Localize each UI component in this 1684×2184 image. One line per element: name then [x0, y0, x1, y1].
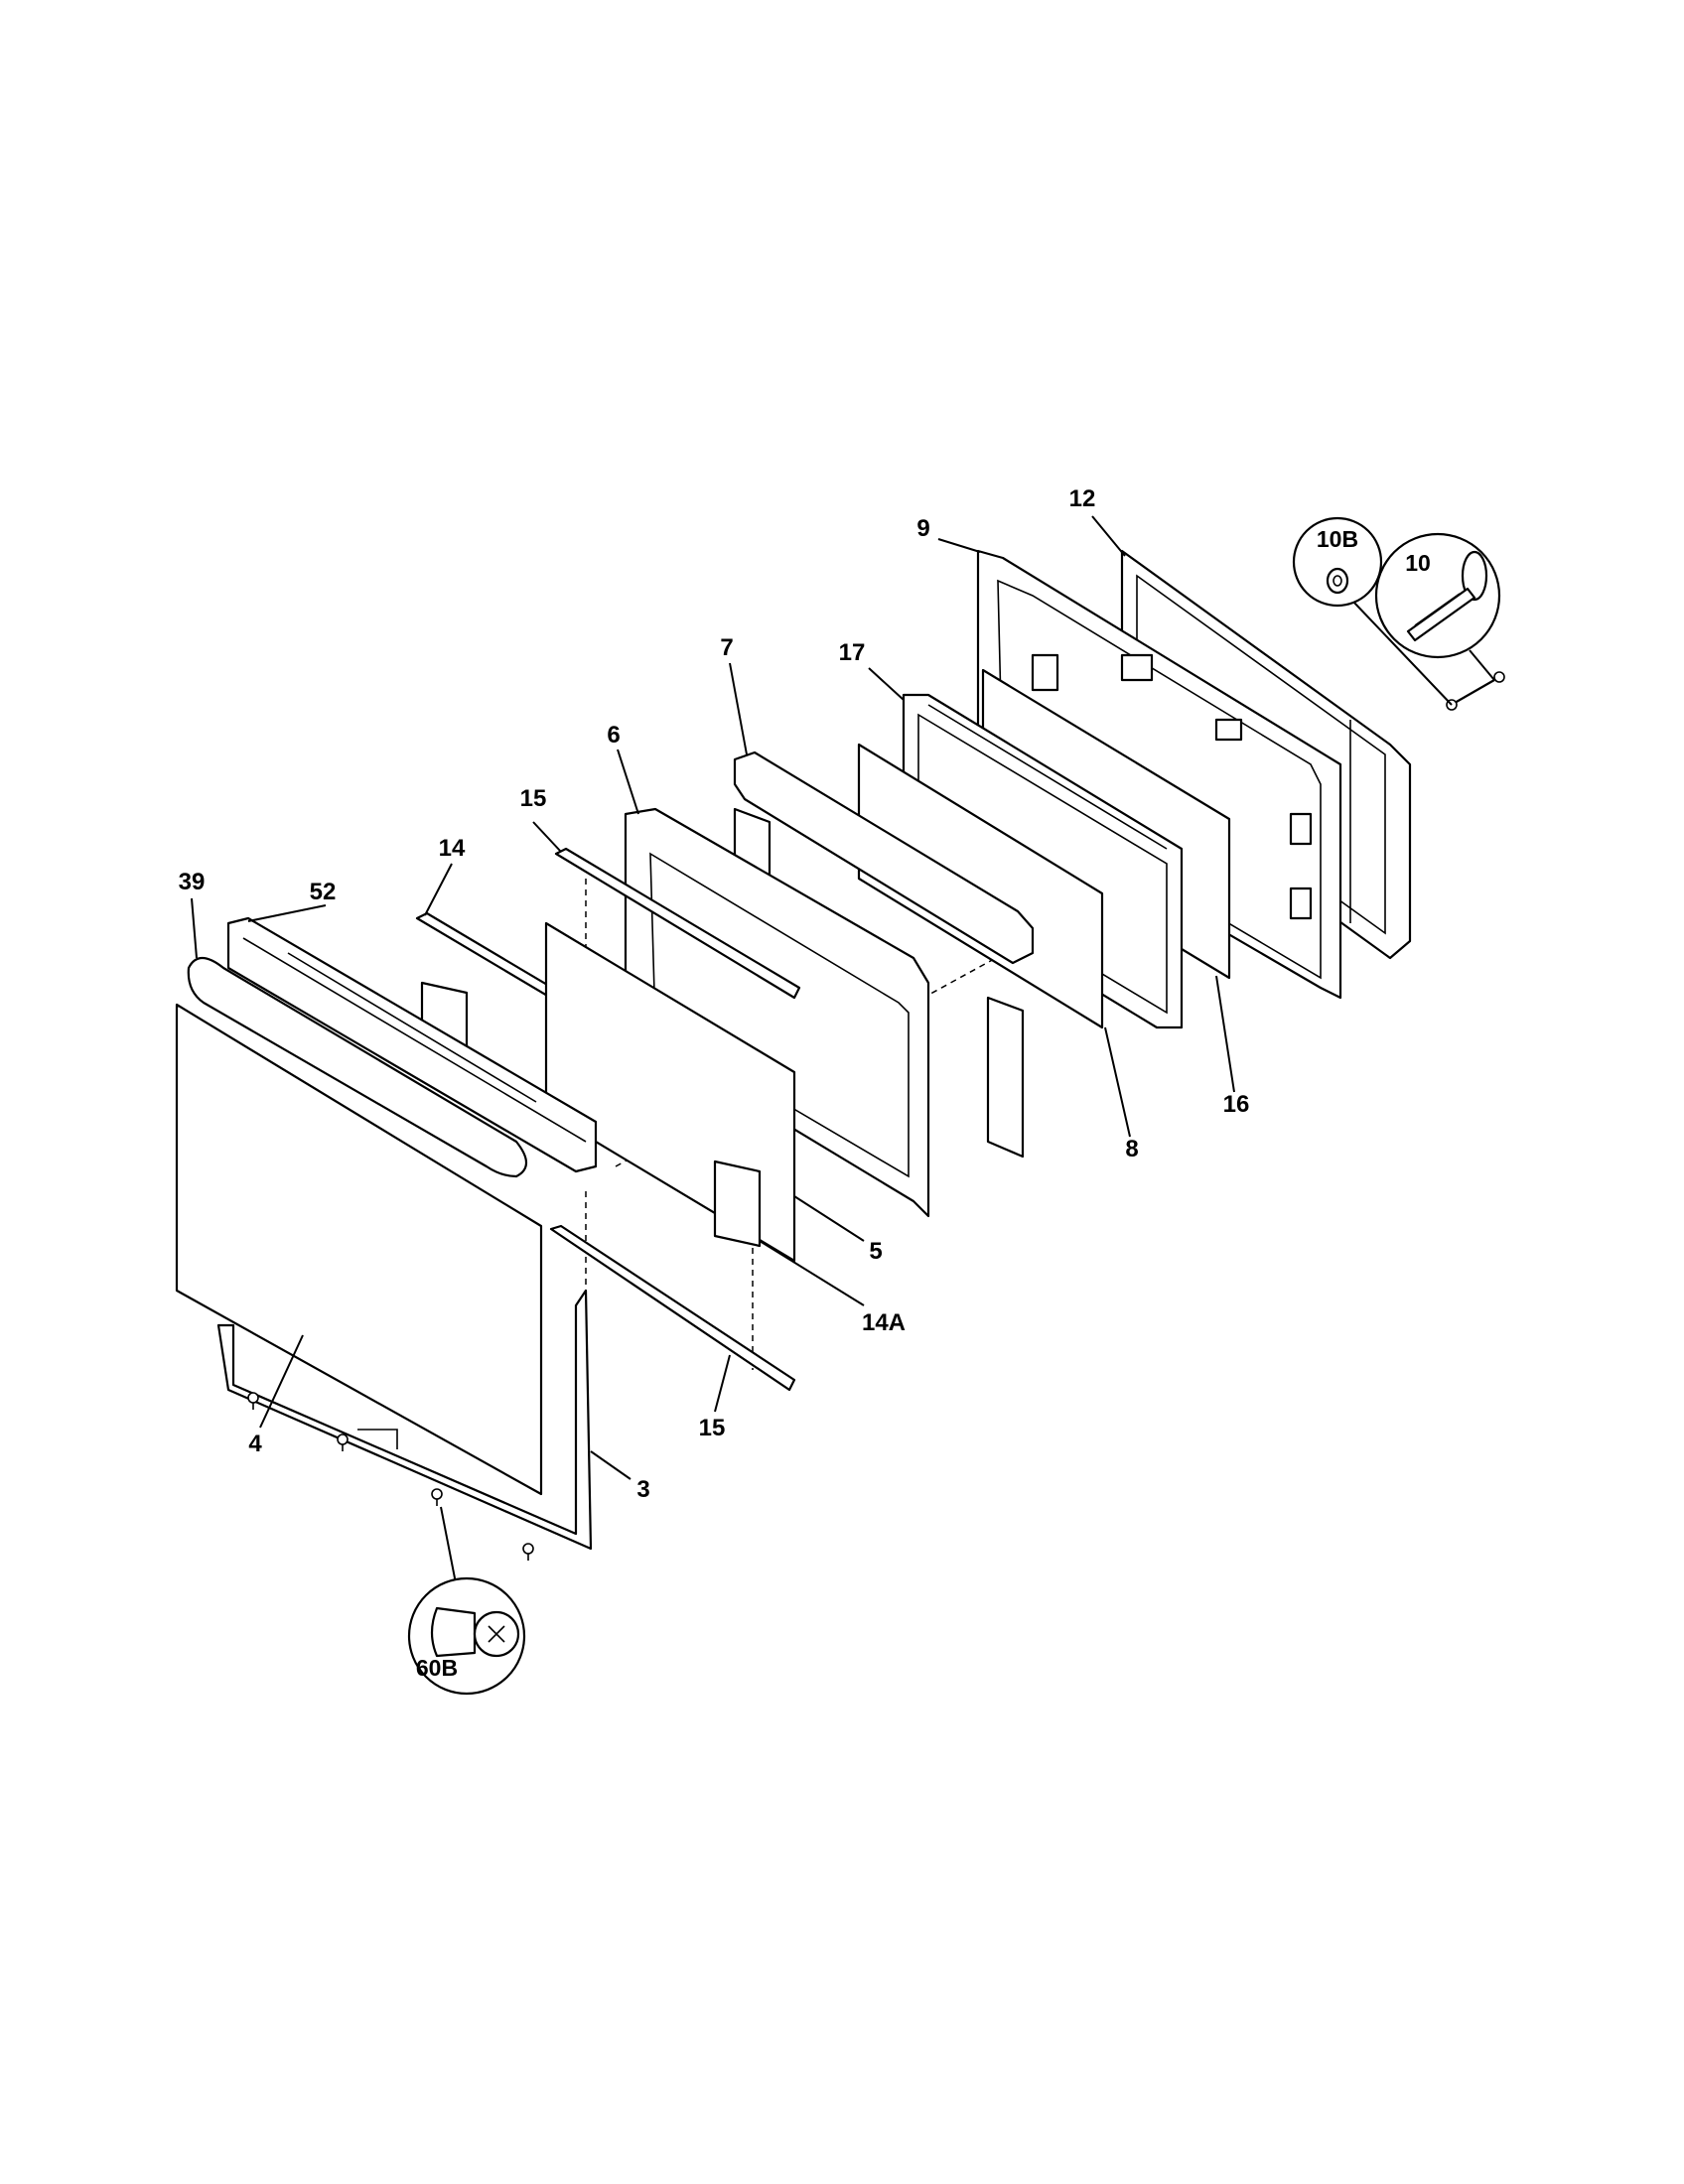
callout-14a: 14A [862, 1309, 906, 1336]
callout-10-detail: 10 [1374, 532, 1501, 659]
part-15-lower-rail [549, 1224, 796, 1392]
callout-10-label: 10 [1405, 550, 1431, 576]
part-39-door-handle [187, 956, 528, 1178]
screw-icon [431, 1488, 443, 1506]
screw-icon [247, 1392, 259, 1410]
door-screws [247, 1392, 534, 1561]
callout-16: 16 [1223, 1091, 1250, 1118]
callout-8: 8 [1125, 1136, 1138, 1162]
callout-6: 6 [607, 722, 620, 749]
callout-3: 3 [636, 1476, 649, 1503]
part-10-bolt-assembly [1446, 671, 1505, 711]
part-52-handle-trim [226, 916, 598, 1173]
part-7-insulation-spacer-top [733, 751, 1035, 965]
part-15-upper-rail [554, 847, 801, 1000]
callout-60b-label: 60B [416, 1655, 458, 1681]
callout-52: 52 [310, 879, 337, 905]
callout-15-bottom: 15 [699, 1415, 726, 1441]
leader-lines [191, 515, 1495, 1589]
part-3-door-frame-channel [216, 1289, 593, 1551]
callout-15-top: 15 [520, 785, 547, 812]
screw-icon [337, 1433, 349, 1451]
callout-14: 14 [439, 835, 466, 862]
callout-7: 7 [720, 634, 733, 661]
callout-5: 5 [869, 1238, 882, 1265]
part-9-inner-door-panel [976, 549, 1342, 1000]
callout-12: 12 [1069, 485, 1096, 512]
part-4-outer-door-panel [175, 1003, 543, 1496]
callout-9: 9 [916, 515, 929, 542]
callout-60b-detail: 60B [407, 1576, 526, 1696]
callout-39: 39 [179, 869, 206, 895]
callout-labels: 9 12 17 7 6 15 14 52 39 16 8 5 14A 15 4 … [179, 485, 1250, 1503]
callout-10b-label: 10B [1317, 526, 1358, 552]
screw-icon [522, 1543, 534, 1561]
callout-10b-detail: 10B [1292, 516, 1383, 608]
callout-17: 17 [839, 639, 866, 666]
callout-4: 4 [248, 1431, 262, 1457]
